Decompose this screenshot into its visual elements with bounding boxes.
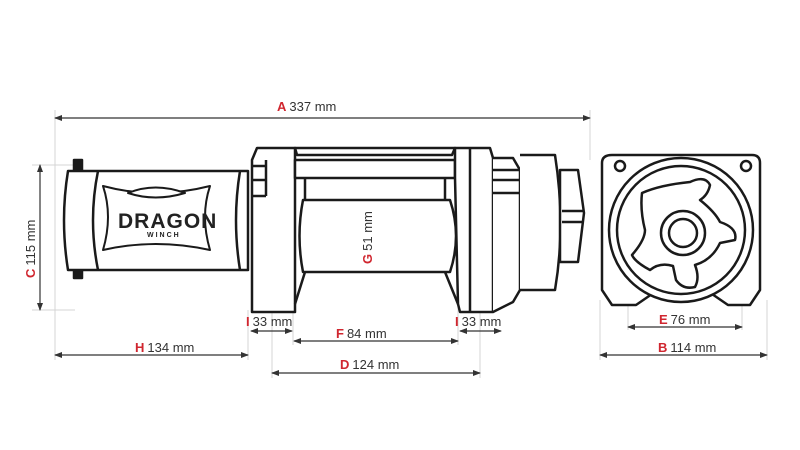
dim-letter-D: D — [340, 357, 350, 372]
dim-value-A: 337 mm — [289, 99, 337, 114]
dim-value-E: 76 mm — [670, 312, 711, 327]
dim-letter-B: B — [658, 340, 668, 355]
mount-hole-left — [613, 159, 627, 173]
dim-label-C: C 115 mm — [23, 219, 38, 278]
left-end-bearing — [250, 146, 297, 314]
winch-end-view — [600, 153, 762, 307]
dim-letter-A: A — [277, 99, 287, 114]
dim-value-D: 124 mm — [352, 357, 400, 372]
gearbox-housing — [520, 153, 562, 292]
winch-side-view — [62, 146, 586, 314]
tie-bar-top — [293, 146, 457, 157]
logo-brand-text: DRAGON — [118, 210, 218, 233]
dim-value-H: 134 mm — [147, 340, 195, 355]
logo-subtitle-text: WINCH — [147, 232, 181, 239]
hub-inner — [667, 217, 699, 249]
dim-value-B: 114 mm — [670, 340, 717, 355]
dim-letter-G: G — [360, 253, 375, 264]
dim-letter-H: H — [135, 340, 145, 355]
motor-stud-top — [72, 158, 84, 172]
dim-letter-I-right: I — [455, 314, 459, 329]
tie-bar-upper — [293, 158, 457, 180]
dimension-lines — [37, 115, 768, 376]
dim-letter-I-left: I — [246, 314, 250, 329]
mount-hole-right — [739, 159, 753, 173]
dim-letter-E: E — [659, 312, 668, 327]
dim-value-C: 115 mm — [23, 219, 38, 266]
dim-letter-C: C — [23, 268, 38, 278]
dim-value-G: 51 mm — [360, 211, 375, 251]
right-end-bearing — [453, 146, 495, 314]
dim-letter-F: F — [336, 326, 344, 341]
drum — [298, 198, 458, 274]
clutch-handle — [558, 168, 586, 264]
dim-value-I-left: 33 mm — [252, 314, 293, 329]
dim-label-G: G 51 mm — [360, 211, 375, 264]
dim-value-F: 84 mm — [346, 326, 387, 341]
dim-value-I-right: 33 mm — [461, 314, 502, 329]
